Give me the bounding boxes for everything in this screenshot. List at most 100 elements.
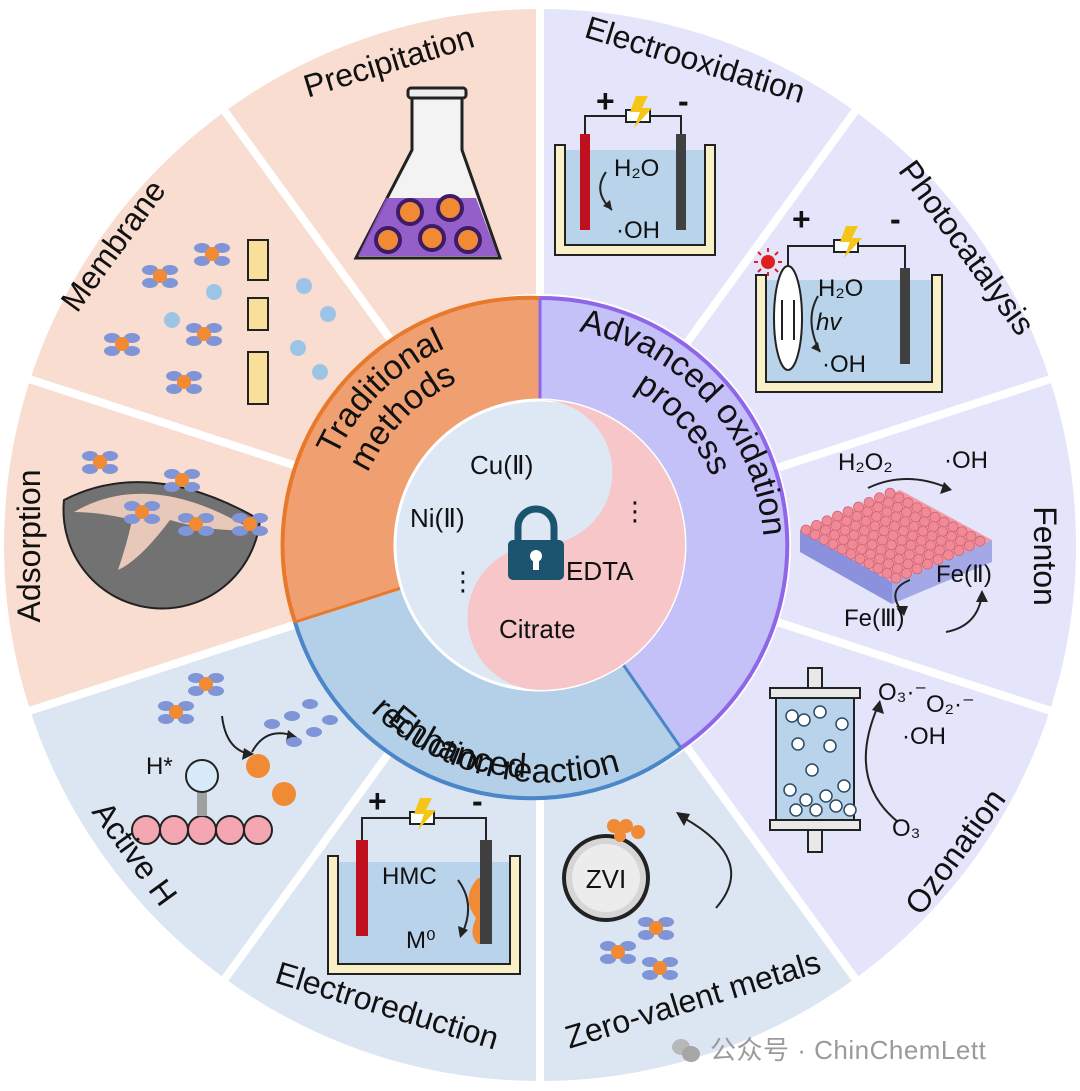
ozone-bubble (805, 763, 819, 777)
method-adsorption-label: Adsorption (11, 470, 47, 623)
lattice-atom (916, 535, 927, 546)
lattice-atom (890, 572, 902, 584)
lattice-atom (893, 553, 905, 565)
lattice-atom (863, 496, 875, 508)
lattice-atom (914, 544, 926, 556)
lattice-atom (919, 516, 930, 528)
lattice-atom (893, 492, 905, 504)
lattice-atom (809, 529, 821, 541)
lattice-atom (811, 520, 822, 531)
lattice-atom (854, 553, 866, 565)
electroreduction-product: M⁰ (406, 927, 436, 954)
ozone-bubble (809, 803, 823, 817)
lattice-atom (926, 530, 938, 542)
lattice-atom (922, 558, 933, 570)
lattice-atom (913, 554, 924, 565)
lattice-atom (851, 511, 863, 522)
ellipsis-right: ⋮ (622, 496, 648, 526)
ozone-bubble (819, 789, 833, 803)
lattice-atom (896, 535, 908, 546)
fenton-reactant: H₂O₂ (838, 449, 893, 476)
wechat-icon (672, 1039, 702, 1063)
ozone-bubble (829, 799, 843, 813)
photocatalysis-minus: - (890, 201, 901, 237)
lattice-atom (910, 511, 921, 523)
active-h-species: H* (146, 753, 173, 780)
lattice-atom (875, 544, 887, 555)
lattice-atom (836, 543, 848, 555)
lattice-atom (899, 516, 911, 527)
lattice-atom (839, 525, 851, 536)
lattice-atom (883, 558, 894, 570)
lattice-atom (871, 511, 882, 522)
lattice-atom (929, 511, 941, 523)
lattice-atom (848, 529, 860, 541)
fenton-product: ·OH (944, 447, 988, 474)
lattice-atom (841, 515, 852, 527)
ozone-bubble (835, 717, 849, 731)
lattice-atom (925, 540, 936, 551)
electrooxidation-plus: + (596, 83, 615, 119)
metal-ni-label: Ni(Ⅱ) (410, 503, 465, 533)
lattice-atom (872, 501, 884, 513)
lattice-atom (934, 544, 945, 556)
lattice-atom (904, 549, 915, 560)
lattice-atom (943, 549, 954, 561)
lattice-atom (845, 548, 857, 560)
fenton-ion-b: Fe(Ⅲ) (844, 605, 905, 632)
watermark: 公众号 · ChinChemLett (672, 1030, 986, 1067)
ozonation-species-b: O₂·⁻ (926, 691, 975, 718)
lattice-atom (898, 525, 909, 537)
photocatalysis-reactant: H₂O (818, 275, 863, 302)
ozone-bubble (813, 705, 827, 719)
lattice-atom (902, 558, 914, 570)
lattice-atom (964, 540, 975, 552)
ozone-bubble (823, 739, 837, 753)
lattice-atom (953, 545, 965, 556)
lattice-atom (800, 524, 812, 536)
electrooxidation-reactant: H₂O (614, 155, 659, 182)
zvi-particle-illustration (562, 812, 733, 980)
ozonation-bubbles (783, 705, 857, 817)
ozone-bubble (837, 779, 851, 793)
lattice-atom (880, 516, 891, 527)
electrooxidation-minus: - (678, 83, 689, 119)
lattice-atom (866, 539, 878, 551)
lattice-atom (901, 506, 912, 518)
lattice-atom (928, 521, 939, 532)
ozone-bubble (791, 737, 805, 751)
lattice-atom (886, 539, 897, 551)
lattice-atom (860, 515, 872, 527)
lattice-atom (859, 525, 870, 536)
lattice-atom (869, 520, 881, 532)
electroreduction-cell-illustration (327, 798, 521, 975)
lattice-atom (829, 529, 840, 541)
lattice-atom (827, 539, 839, 550)
lattice-atom (938, 516, 950, 528)
ozone-bubble (843, 803, 857, 817)
electrooxidation-cell-illustration (554, 96, 716, 256)
lattice-atom (901, 568, 912, 579)
lattice-atom (935, 535, 947, 547)
fenton-ion-a: Fe(Ⅱ) (936, 561, 992, 588)
ligand-edta-label: EDTA (566, 556, 634, 586)
precipitation-flask-illustration (353, 86, 503, 260)
lattice-atom (842, 506, 854, 518)
lattice-atom (874, 553, 885, 565)
photocatalysis-product: ·OH (822, 351, 866, 378)
membrane-illustration (104, 239, 336, 405)
lattice-atom (937, 526, 948, 537)
lattice-atom (895, 544, 906, 556)
method-fenton-label: Fenton (1027, 506, 1063, 606)
ozone-bubble (785, 709, 799, 723)
lattice-atom (821, 515, 833, 527)
ozone-bubble (799, 793, 813, 807)
lattice-atom (877, 534, 888, 546)
fenton-lattice-dots (800, 487, 986, 584)
lattice-atom (974, 535, 986, 547)
lattice-atom (905, 539, 917, 551)
lattice-atom (911, 502, 923, 514)
lattice-atom (890, 511, 902, 523)
lattice-atom (887, 530, 899, 541)
lattice-atom (884, 549, 896, 560)
